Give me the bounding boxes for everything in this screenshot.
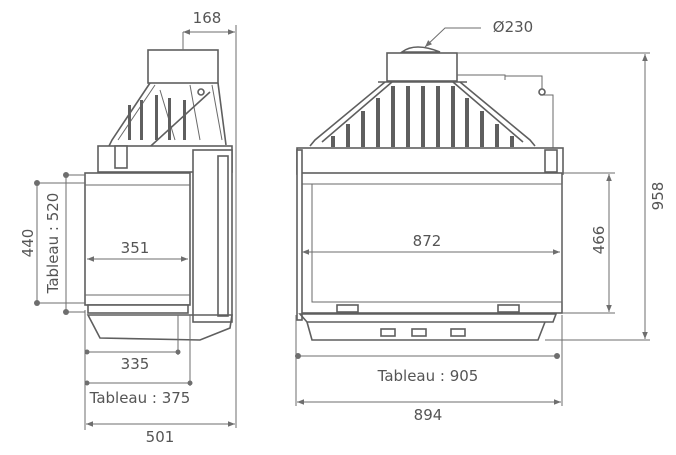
dim-label-894: 894: [414, 406, 443, 424]
dim-label-tableau-520: Tableau : 520: [44, 193, 62, 295]
dim-label-872: 872: [413, 232, 442, 250]
front-view-body: [296, 46, 564, 341]
dim-label-440: 440: [19, 229, 37, 258]
front-view: Ø230 958 466 872 Tableau : 905 894: [295, 18, 667, 424]
dim-label-501: 501: [146, 428, 175, 446]
dim-label-958: 958: [649, 182, 667, 211]
dim-label-flue-diameter: Ø230: [493, 18, 533, 36]
side-view-body: [84, 49, 233, 341]
dim-label-tableau-905: Tableau : 905: [377, 367, 479, 385]
dim-label-168: 168: [193, 9, 222, 27]
dim-label-335: 335: [121, 355, 150, 373]
dim-label-351: 351: [121, 239, 150, 257]
leader-flue-diameter: [424, 27, 481, 48]
dim-label-tableau-375: Tableau : 375: [89, 389, 191, 407]
dim-label-466: 466: [590, 226, 608, 255]
side-view: 168 440 Tableau : 520 351 335 Tableau : …: [19, 9, 237, 446]
